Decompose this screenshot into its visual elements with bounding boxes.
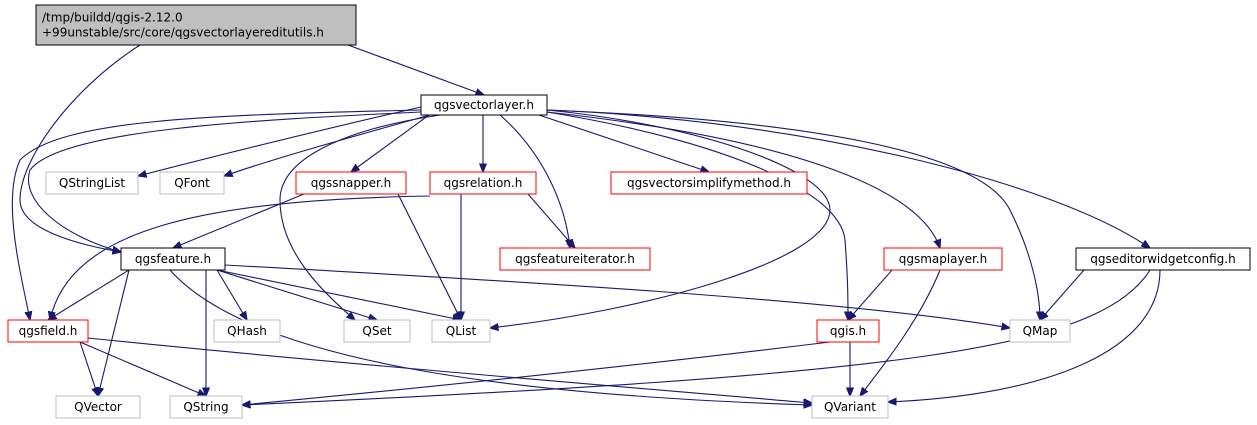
edge-qgsfeature-to-qset [216, 269, 377, 320]
node-label: QList [446, 324, 477, 338]
edge-qgsmaplayer-to-qvariant [860, 269, 941, 396]
node-qgsvectorsimplifymethod[interactable]: qgsvectorsimplifymethod.h [610, 171, 808, 195]
edge-qgseditorwidgetconfig-to-qmap [1040, 269, 1085, 320]
node-box [295, 171, 407, 195]
node-label: QStringList [59, 176, 126, 190]
node-box [610, 171, 808, 195]
node-label: qgsfield.h [19, 324, 78, 338]
node-label: QHash [227, 324, 267, 338]
edge-qgsmaplayer-to-qgis [848, 269, 893, 320]
node-qgseditorwidgetconfig[interactable]: qgseditorwidgetconfig.h [1075, 247, 1251, 271]
node-box [120, 247, 226, 271]
edge-qgssnapper-to-qgsfeature [173, 193, 305, 248]
edge-qgsvectorlayer-to-qgsfeatureiterator [499, 114, 570, 248]
node-label: qgssnapper.h [311, 176, 392, 190]
node-root[interactable]: /tmp/buildd/qgis-2.12.0+99unstable/src/c… [35, 4, 357, 46]
edge-qgsfeature-to-qhash [216, 269, 247, 320]
edge-qgsfield-to-qvector [79, 341, 98, 396]
edge-qgsvectorlayer-to-qgssnapper [351, 114, 430, 172]
node-qgis[interactable]: qgis.h [816, 319, 880, 343]
node-box [420, 94, 548, 116]
node-qvariant: QVariant [811, 395, 889, 419]
node-qgsmaplayer[interactable]: qgsmaplayer.h [883, 247, 1003, 271]
node-label: +99unstable/src/core/qgsvectorlayereditu… [42, 26, 324, 40]
node-label: qgsvectorlayer.h [434, 98, 534, 112]
node-qgsfeatureiterator[interactable]: qgsfeatureiterator.h [499, 247, 651, 271]
edge-qgsvectorlayer-to-qlist [490, 109, 831, 328]
edge-qgsvectorlayer-to-qfont [224, 114, 431, 176]
node-label: QMap [1023, 324, 1058, 338]
node-label: QVariant [824, 400, 876, 414]
edge-qgsfeature-to-qgsfield [48, 269, 130, 320]
edge-qgseditorwidgetconfig-to-qvariant [888, 269, 1161, 402]
edge-qgsvectorlayer-to-qgsmaplayer [546, 111, 940, 248]
node-label: qgsfeature.h [135, 252, 211, 266]
node-label: qgis.h [830, 324, 866, 338]
edge-qgsrelation-to-qgsfeatureiterator [527, 193, 575, 248]
node-label: QSet [362, 324, 391, 338]
edge-qgsvectorlayer-to-qgseditorwidgetconfig [546, 109, 1150, 248]
edge-qgsvectorlayer-to-qgis [546, 111, 848, 320]
edge-qgsfield-to-qvariant [87, 337, 812, 403]
node-label: qgsvectorsimplifymethod.h [627, 176, 791, 190]
node-box [816, 319, 880, 343]
node-box [55, 395, 141, 419]
edge-qgsvectorlayer-to-qgsvectorsimplifymethod [538, 114, 709, 172]
edge-qgsvectorlayer-to-qmap [546, 109, 1040, 320]
edge-qgis-to-qstring [242, 341, 831, 405]
node-qgsvectorlayer[interactable]: qgsvectorlayer.h [420, 94, 548, 116]
node-qfont: QFont [159, 171, 225, 195]
node-qlist: QList [431, 319, 491, 343]
node-box [159, 171, 225, 195]
edge-qgsrelation-to-qgsfield [50, 195, 431, 320]
edge-qgsvectorlayer-to-qgsfield [11, 109, 422, 320]
node-label: qgsrelation.h [444, 176, 523, 190]
edge-root-to-qgsvectorlayer [347, 44, 484, 95]
edge-root-to-qgsfeature [19, 44, 141, 252]
node-box [45, 171, 139, 195]
node-box [213, 319, 281, 343]
node-qgssnapper[interactable]: qgssnapper.h [295, 171, 407, 195]
node-box [35, 4, 357, 46]
node-box [1075, 247, 1251, 271]
node-label: qgseditorwidgetconfig.h [1090, 252, 1235, 266]
node-box [7, 319, 89, 343]
node-qgsrelation[interactable]: qgsrelation.h [429, 171, 537, 195]
edge-qgsvectorlayer-to-qstringlist [138, 106, 422, 176]
edge-qgsfeature-to-qlist [216, 269, 461, 320]
node-qmap: QMap [1009, 319, 1071, 343]
node-qgsfield[interactable]: qgsfield.h [7, 319, 89, 343]
node-box [429, 171, 537, 195]
node-label: qgsfeatureiterator.h [515, 252, 635, 266]
node-box [811, 395, 889, 419]
node-layer: /tmp/buildd/qgis-2.12.0+99unstable/src/c… [7, 4, 1251, 419]
edge-layer [11, 44, 1161, 405]
node-box [883, 247, 1003, 271]
node-box [499, 247, 651, 271]
node-label: QVector [74, 400, 122, 414]
edge-qgsfeature-to-qmap [224, 264, 1010, 328]
node-box [1009, 319, 1071, 343]
node-qstring: QString [169, 395, 243, 419]
node-qvector: QVector [55, 395, 141, 419]
node-label: qgsmaplayer.h [899, 252, 988, 266]
edge-qgseditorwidgetconfig-to-qstring [242, 269, 1151, 405]
node-label: QString [183, 400, 228, 414]
node-label: QFont [174, 176, 210, 190]
edge-qgsfield-to-qstring [79, 341, 206, 396]
node-box [343, 319, 411, 343]
edge-qgsfeature-to-qvector [98, 269, 130, 396]
node-qset: QSet [343, 319, 411, 343]
node-box [431, 319, 491, 343]
node-qgsfeature[interactable]: qgsfeature.h [120, 247, 226, 271]
node-box [169, 395, 243, 419]
edge-qgssnapper-to-qlist [397, 193, 461, 320]
edge-qgsvectorlayer-to-qgsfeature [28, 111, 422, 252]
edge-qgsvectorlayer-to-qset [279, 114, 441, 320]
node-qstringlist: QStringList [45, 171, 139, 195]
node-label: /tmp/buildd/qgis-2.12.0 [42, 11, 183, 25]
node-qhash: QHash [213, 319, 281, 343]
